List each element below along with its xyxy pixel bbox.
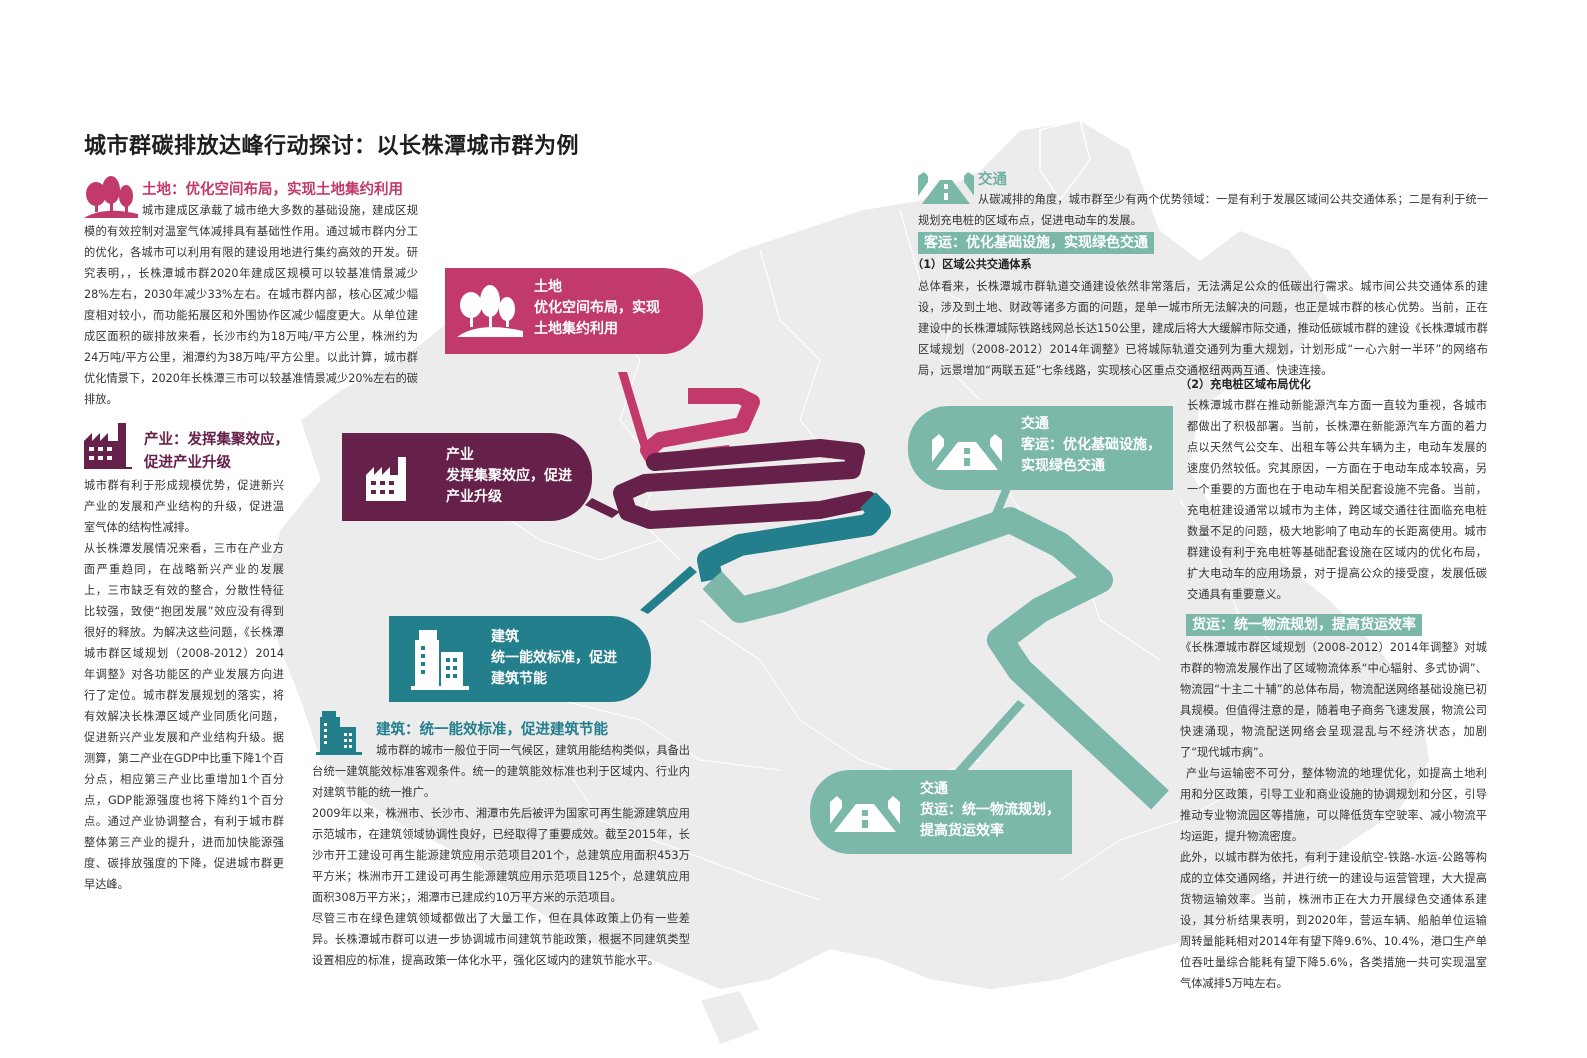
callout-line: 产业升级: [446, 489, 502, 505]
industry-heading-line-2: 促进产业升级: [144, 455, 231, 471]
freight-paragraph: 产业与运输密不可分，整体物流的地理优化，如提高土地利用和分区政策，引导工业和商业…: [1180, 767, 1487, 843]
building-callout: 建筑 统一能效标准，促进 建筑节能: [389, 616, 651, 702]
industry-body: 城市群有利于形成规模优势，促进新兴产业的发展和产业结构的升级，促进温室气体的结构…: [84, 475, 284, 895]
buildings-icon: [316, 711, 362, 755]
callout-line: 提高货运效率: [920, 823, 1004, 839]
flow-path: [613, 388, 1169, 810]
road-icon: [932, 434, 1002, 470]
freight-band: 货运：统一物流规划，提高货运效率: [1186, 614, 1422, 636]
trees-icon: [457, 285, 523, 337]
building-paragraph: 尽管三市在绿色建筑领域都做出了大量工作，但在具体政策上仍有一些差异。长株潭城市群…: [312, 912, 690, 967]
freight-callout: 交通 货运：统一物流规划， 提高货运效率: [810, 770, 1072, 854]
freight-paragraph: 《长株潭城市群区域规划（2008-2012）2014年调整》对城市群的物流发展作…: [1180, 641, 1487, 759]
industry-heading-line-1: 产业：发挥集聚效应，: [144, 432, 289, 448]
factory-icon: [84, 423, 132, 469]
passenger-body-2: 长株潭城市群在推动新能源汽车方面一直较为重视，各城市都做出了积极部署。当前，长株…: [1187, 399, 1487, 601]
land-body: 城市建成区承载了城市绝大多数的基础设施，建成区规模的有效控制对温室气体减排具有基…: [84, 200, 418, 410]
callout-line: 统一能效标准，促进: [491, 650, 617, 666]
passenger-band: 客运：优化基础设施，实现绿色交通: [918, 232, 1154, 254]
building-callout-text: 建筑 统一能效标准，促进 建筑节能: [491, 627, 617, 690]
industry-heading: 产业：发挥集聚效应， 促进产业升级: [144, 429, 289, 475]
building-paragraph: 2009年以来，株洲市、长沙市、湘潭市先后被评为国家可再生能源建筑应用示范城市，…: [312, 807, 690, 904]
transport-intro: 从碳减排的角度，城市群至少有两个优势领域：一是有利于发展区域间公共交通体系；二是…: [918, 193, 1488, 227]
passenger-callout: 交通 客运：优化基础设施， 实现绿色交通: [908, 406, 1173, 490]
land-callout: 土地 优化空间布局，实现 土地集约利用: [445, 268, 703, 354]
callout-title: 建筑: [491, 629, 519, 645]
building-heading: 建筑：统一能效标准，促进建筑节能: [376, 722, 608, 738]
callout-line: 发挥集聚效应，促进: [446, 468, 572, 484]
passenger-subheading-2: （2）充电桩区域布局优化: [1180, 378, 1311, 391]
industry-callout: 产业 发挥集聚效应，促进 产业升级: [342, 433, 592, 521]
passenger-band-wrap: 客运：优化基础设施，实现绿色交通: [918, 232, 1154, 254]
callout-line: 货运：统一物流规划，: [920, 802, 1060, 818]
callout-title: 土地: [534, 279, 562, 295]
building-paragraph: 城市群的城市一般位于同一气候区，建筑用能结构类似，具备出台统一建筑能效标准客观条…: [312, 744, 690, 799]
callout-line: 客运：优化基础设施，: [1021, 437, 1161, 453]
passenger-callout-text: 交通 客运：优化基础设施， 实现绿色交通: [1021, 414, 1161, 477]
land-heading: 土地：优化空间布局，实现土地集约利用: [142, 182, 403, 198]
freight-callout-text: 交通 货运：统一物流规划， 提高货运效率: [920, 779, 1060, 842]
callout-title: 产业: [446, 447, 474, 463]
buildings-icon: [411, 630, 469, 690]
callout-line: 实现绿色交通: [1021, 458, 1105, 474]
callout-title: 交通: [920, 781, 948, 797]
road-icon: [830, 796, 900, 832]
land-paragraph: 城市建成区承载了城市绝大多数的基础设施，建成区规模的有效控制对温室气体减排具有基…: [84, 204, 418, 406]
page-title: 城市群碳排放达峰行动探讨：以长株潭城市群为例: [84, 134, 580, 159]
factory-icon: [366, 457, 406, 501]
callout-line: 建筑节能: [491, 671, 547, 687]
callout-title: 交通: [1021, 416, 1049, 432]
freight-paragraph: 此外，以城市群为依托，有利于建设航空-铁路-水运-公路等构成的立体交通网络，并进…: [1180, 851, 1487, 990]
trees-icon: [84, 176, 138, 218]
callout-line: 土地集约利用: [534, 321, 618, 337]
freight-body: 《长株潭城市群区域规划（2008-2012）2014年调整》对城市群的物流发展作…: [1180, 637, 1487, 994]
industry-callout-text: 产业 发挥集聚效应，促进 产业升级: [446, 445, 572, 508]
industry-paragraph: 从长株潭发展情况来看，三市在产业方面严重趋同，在战略新兴产业的发展上，三市缺乏有…: [84, 542, 284, 891]
building-body: 城市群的城市一般位于同一气候区，建筑用能结构类似，具备出台统一建筑能效标准客观条…: [312, 740, 690, 971]
passenger-subheading-1: （1）区域公共交通体系: [912, 258, 1032, 271]
freight-band-wrap: 货运：统一物流规划，提高货运效率: [1186, 614, 1422, 636]
passenger-body-1: 总体看来，长株潭城市群轨道交通建设依然非常落后，无法满足公众的低碳出行需求。城市…: [918, 280, 1488, 377]
land-callout-text: 土地 优化空间布局，实现 土地集约利用: [534, 277, 660, 340]
road-icon: [918, 172, 974, 204]
industry-paragraph: 城市群有利于形成规模优势，促进新兴产业的发展和产业结构的升级，促进温室气体的结构…: [84, 479, 284, 534]
callout-line: 优化空间布局，实现: [534, 300, 660, 316]
transport-heading: 交通: [978, 172, 1007, 188]
